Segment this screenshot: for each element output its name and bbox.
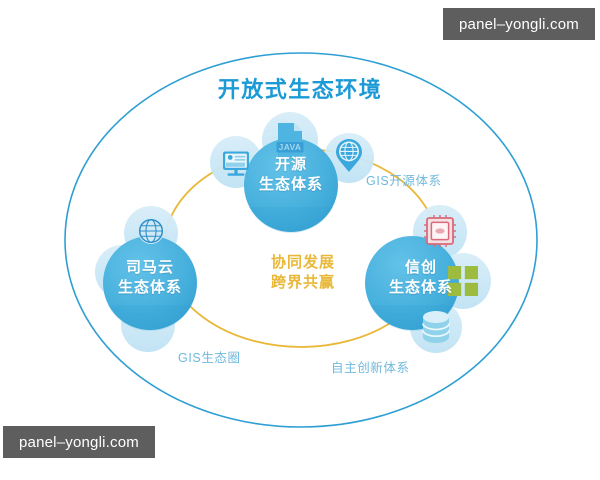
- node-open-source-line2: 生态体系: [258, 176, 323, 193]
- svg-text:JAVA: JAVA: [279, 142, 302, 152]
- chip-icon: [424, 215, 456, 247]
- label-gis-ecosystem: GIS生态圈: [178, 351, 241, 365]
- label-self-innovation-system: 自主创新体系: [331, 361, 410, 375]
- java-file-icon: JAVA: [276, 123, 304, 157]
- database-icon: [422, 311, 450, 343]
- node-open-source-label: 开源 生态体系: [236, 155, 346, 195]
- watermark-bottom: panel–yongli.com: [3, 426, 155, 458]
- center-slogan: 协同发展 跨界共赢: [243, 253, 363, 293]
- node-sima-cloud-label: 司马云 生态体系: [95, 258, 205, 298]
- label-gis-open-system: GIS开源体系: [366, 174, 442, 188]
- monitor-icon: [223, 151, 249, 176]
- node-open-source[interactable]: JAVA: [210, 112, 374, 233]
- bubble-open-source[interactable]: [244, 138, 338, 232]
- page-title: 开放式生态环境: [217, 77, 383, 102]
- bubble-sima-cloud[interactable]: [103, 236, 197, 330]
- node-open-source-line1: 开源: [274, 156, 307, 173]
- center-slogan-line2: 跨界共赢: [270, 274, 335, 291]
- globe-pin-icon: [336, 139, 362, 172]
- watermark-top: panel–yongli.com: [443, 8, 595, 40]
- node-xinchuang-line1: 信创: [404, 259, 437, 276]
- node-sima-cloud-line1: 司马云: [125, 259, 174, 276]
- node-xinchuang-label: 信创 生态体系: [366, 258, 476, 298]
- bubble-xinchuang[interactable]: [365, 236, 459, 330]
- globe-grid-icon: [138, 218, 164, 244]
- node-sima-cloud[interactable]: [95, 206, 197, 352]
- center-slogan-line1: 协同发展: [270, 254, 335, 271]
- node-sima-cloud-line2: 生态体系: [117, 279, 182, 296]
- node-xinchuang-line2: 生态体系: [388, 279, 453, 296]
- node-xinchuang[interactable]: [365, 205, 491, 353]
- windows-logo-icon: [448, 266, 478, 296]
- outer-ellipse: [64, 52, 538, 428]
